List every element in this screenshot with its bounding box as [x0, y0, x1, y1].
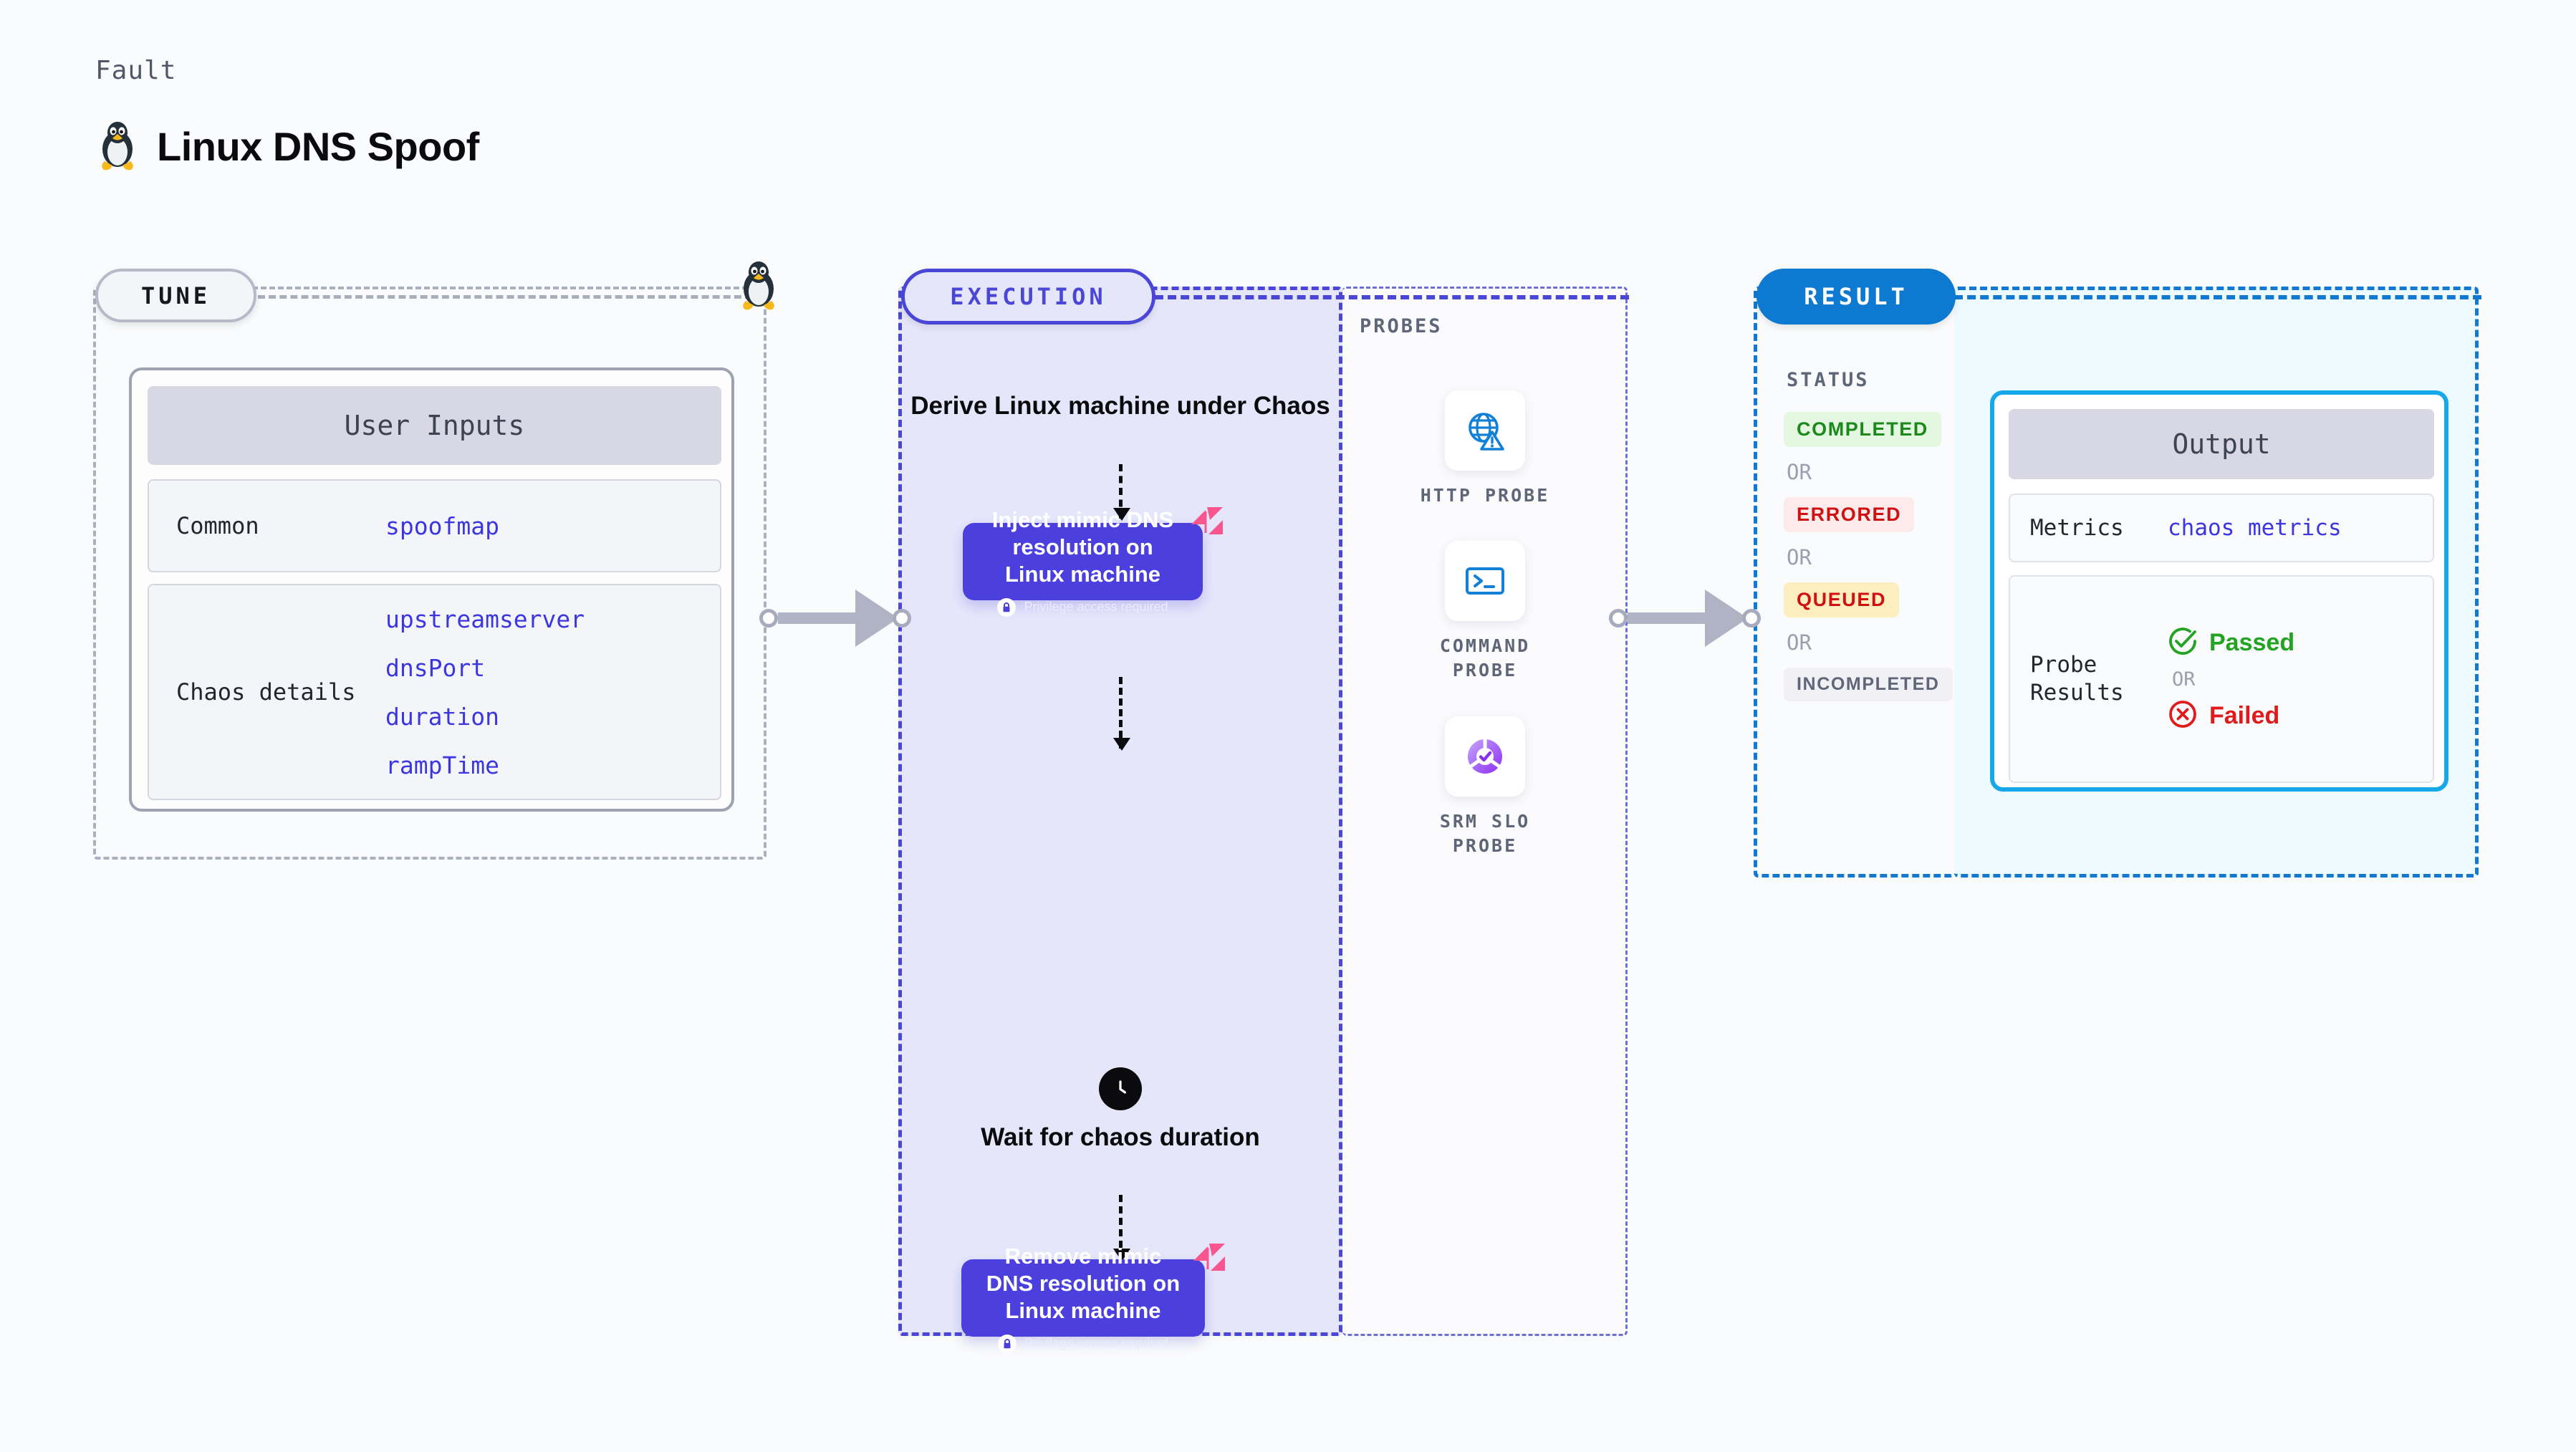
- probe-label: HTTP PROBE: [1420, 485, 1550, 506]
- status-badge-incompleted: INCOMPLETED: [1784, 668, 1953, 701]
- execution-step-title: Inject mimic DNS resolution on Linux mac…: [991, 507, 1174, 587]
- linux-tux-icon: [95, 120, 140, 172]
- wait-label: Wait for chaos duration: [981, 1123, 1260, 1151]
- connector-start-dot: [1609, 609, 1628, 628]
- status-badge-completed: COMPLETED: [1784, 412, 1941, 447]
- privilege-note: Privilege access required: [997, 1334, 1169, 1353]
- globe-warning-icon: [1445, 390, 1525, 471]
- output-row-key: Metrics: [2030, 514, 2124, 541]
- tune-row-common: Common spoofmap: [148, 479, 721, 572]
- status-or: OR: [1787, 630, 1812, 655]
- page-title: Linux DNS Spoof: [95, 120, 479, 172]
- tune-row-key: Common: [176, 512, 259, 539]
- status-badge-queued: QUEUED: [1784, 582, 1900, 617]
- tune-connector-line: [258, 295, 752, 299]
- probe-result-label: Passed: [2209, 628, 2295, 656]
- execution-step-title: Remove mimic DNS resolution on Linux mac…: [986, 1244, 1181, 1323]
- privilege-note: Privilege access required: [997, 597, 1168, 617]
- flow-title-derive: Derive Linux machine under Chaos: [910, 392, 1330, 420]
- user-inputs-title: User Inputs: [148, 386, 721, 465]
- stage-badge-execution[interactable]: EXECUTION: [901, 269, 1155, 324]
- output-row-probe-results: Probe Results Passed OR: [2009, 575, 2434, 783]
- probes-label: PROBES: [1360, 315, 1443, 337]
- probe-result-failed: Failed: [2168, 699, 2294, 733]
- privilege-note-text: Privilege access required: [1024, 600, 1168, 615]
- tune-value[interactable]: rampTime: [385, 751, 499, 779]
- tune-value[interactable]: duration: [385, 702, 499, 731]
- probe-result-label: Failed: [2209, 701, 2280, 729]
- user-inputs-card: User Inputs Common spoofmap Chaos detail…: [129, 367, 734, 812]
- status-label: STATUS: [1787, 369, 1870, 391]
- fault-kicker: Fault: [95, 56, 177, 85]
- probe-result-or: OR: [2172, 668, 2196, 691]
- output-card: Output Metrics chaos metrics Probe Resul…: [1990, 390, 2448, 792]
- status-or: OR: [1787, 545, 1812, 569]
- terminal-icon: [1445, 541, 1525, 621]
- connector-start-dot: [759, 609, 778, 628]
- connector-arrow-tune-execution: [759, 590, 911, 647]
- stage-badge-tune[interactable]: TUNE: [95, 269, 256, 322]
- connector-arrowhead: [1705, 590, 1748, 647]
- connector-end-dot: [1742, 609, 1761, 628]
- wait-for-chaos-node: Wait for chaos duration: [898, 1067, 1342, 1154]
- privilege-note-text: Privilege access required: [1024, 1336, 1169, 1351]
- page-title-text: Linux DNS Spoof: [157, 123, 479, 169]
- probe-command[interactable]: COMMAND PROBE: [1406, 541, 1564, 683]
- tune-value[interactable]: spoofmap: [385, 511, 499, 540]
- output-row-key: Probe Results: [2030, 652, 2124, 706]
- execution-flow: Derive Linux machine under Chaos Inject …: [898, 287, 1342, 1353]
- connector-bar: [778, 612, 857, 624]
- probe-result-values: Passed OR Failed: [2168, 626, 2294, 733]
- connector-end-dot: [893, 609, 911, 628]
- status-badge-errored: ERRORED: [1784, 497, 1915, 532]
- tune-row-values: spoofmap: [385, 512, 499, 540]
- probe-result-passed: Passed: [2168, 626, 2294, 660]
- tune-panel: [93, 287, 766, 860]
- clock-icon: [1099, 1067, 1142, 1110]
- flow-arrow-2: [1113, 677, 1130, 751]
- status-list: COMPLETED OR ERRORED OR QUEUED OR INCOMP…: [1784, 412, 1963, 701]
- chaos-flag-icon: [1191, 1239, 1228, 1277]
- execution-step-remove[interactable]: Remove mimic DNS resolution on Linux mac…: [961, 1244, 1225, 1353]
- stage-badge-result[interactable]: RESULT: [1756, 269, 1956, 324]
- execution-step-inject[interactable]: Inject mimic DNS resolution on Linux mac…: [963, 507, 1223, 617]
- probe-label: COMMAND PROBE: [1439, 635, 1531, 681]
- output-row-metrics: Metrics chaos metrics: [2009, 494, 2434, 562]
- slo-gauge-icon: [1445, 716, 1525, 797]
- probe-http[interactable]: HTTP PROBE: [1406, 390, 1564, 508]
- chaos-flag-icon: [1188, 503, 1226, 541]
- tune-value[interactable]: upstreamserver: [385, 605, 585, 633]
- x-circle-icon: [2168, 699, 2198, 733]
- connector-bar: [1628, 612, 1706, 624]
- output-title: Output: [2009, 409, 2434, 479]
- flow-arrow-1: [1113, 464, 1130, 521]
- check-circle-icon: [2168, 626, 2198, 660]
- tune-row-chaos-details: Chaos details upstreamserver dnsPort dur…: [148, 584, 721, 800]
- connector-arrow-probes-result: [1609, 590, 1761, 647]
- probe-srm-slo[interactable]: SRM SLO PROBE: [1406, 716, 1564, 858]
- lock-icon: [997, 1334, 1017, 1353]
- status-or: OR: [1787, 460, 1812, 484]
- execution-connector-line: [1155, 295, 1629, 299]
- execution-panel: [898, 287, 1342, 1336]
- tune-row-values: upstreamserver dnsPort duration rampTime: [385, 605, 585, 779]
- linux-tux-icon-small: [736, 260, 781, 315]
- lock-icon: [997, 597, 1017, 617]
- tune-value[interactable]: dnsPort: [385, 653, 486, 682]
- tune-row-key: Chaos details: [176, 678, 356, 706]
- probe-label: SRM SLO PROBE: [1439, 811, 1531, 856]
- flow-arrow-3: [1113, 1195, 1130, 1261]
- output-row-value[interactable]: chaos metrics: [2168, 515, 2342, 541]
- result-panel: [1754, 287, 1954, 878]
- connector-arrowhead: [855, 590, 898, 647]
- result-connector-line: [1954, 295, 2481, 299]
